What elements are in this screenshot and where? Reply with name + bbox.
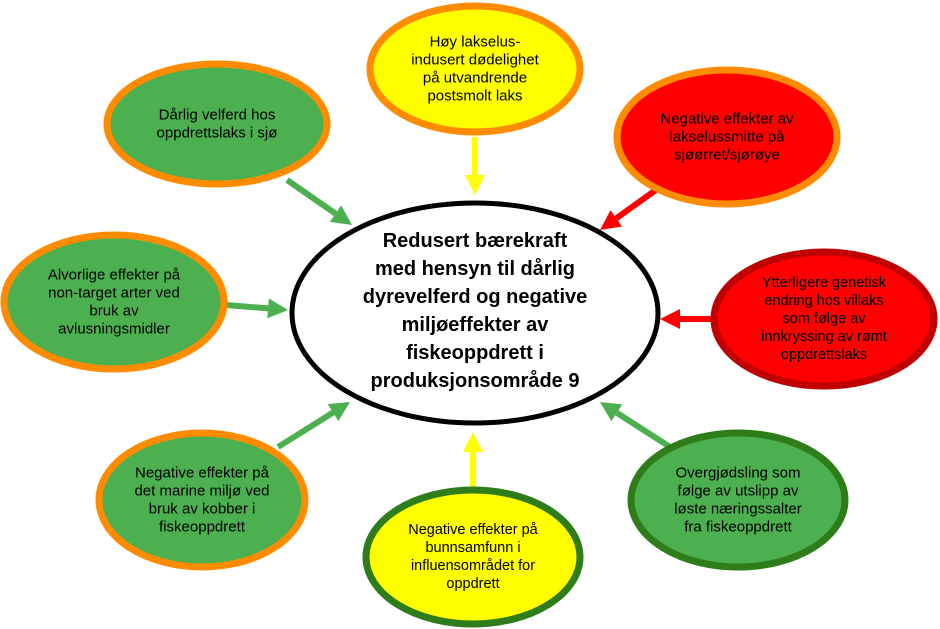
node-bottom-right-arrow <box>600 402 672 450</box>
center-text: fiskeoppdrett i <box>406 342 544 364</box>
node-top-right-ellipse <box>613 66 841 208</box>
arrow-head <box>600 402 623 422</box>
node-top-left-arrow <box>285 177 352 225</box>
node-bottom-right-text: Overgjødsling som <box>675 465 800 482</box>
node-right-ellipse <box>710 248 938 390</box>
center-text: dyrevelferd og negative <box>363 286 588 308</box>
node-right-arrow <box>660 309 716 329</box>
node-bottom-right-text: fra fiskeoppdrett <box>684 519 792 536</box>
node-bottom-right-text: følge av utslipp av <box>678 483 799 500</box>
node-bottom-text: oppdrett <box>446 576 499 592</box>
node-right-text: endring hos villaks <box>764 293 883 309</box>
center-text: miljøeffekter av <box>402 314 550 336</box>
node-top-left-text: Dårlig velferd hos <box>159 107 276 124</box>
node-top-left-ellipse <box>103 60 331 188</box>
arrow-shaft <box>225 302 269 312</box>
node-bottom-right-text: løste næringssalter <box>674 501 802 518</box>
node-bottom-left-ellipse <box>95 429 309 571</box>
arrow-shaft <box>276 410 335 450</box>
node-left-text: Alvorlige effekter på <box>48 267 181 284</box>
center-text: Redusert bærekraft <box>383 230 568 252</box>
node-right: Ytterligere genetisk endring hos villaks s… <box>710 248 938 390</box>
node-bottom-left-arrow <box>276 402 350 450</box>
arrow-head <box>327 402 350 422</box>
node-right-text: innkryssing av rømt <box>761 329 887 345</box>
arrow-head <box>600 210 623 230</box>
node-top-text: Høy lakselus- <box>430 34 521 51</box>
node-right-text: oppdrettslaks <box>781 347 867 363</box>
node-top-text: postsmolt laks <box>427 88 522 105</box>
node-bottom-text: Negative effekter på <box>408 522 538 538</box>
arrow-head <box>463 432 483 452</box>
node-left-text: bruk av <box>89 303 139 320</box>
node-bottom-ellipse <box>362 486 584 628</box>
node-top-right-text: lakselussmitte på <box>669 129 785 146</box>
center-text: produksjonsområde 9 <box>371 369 580 392</box>
node-bottom-text: bunnsamfunn i <box>425 540 520 556</box>
node-top-arrow <box>465 137 485 195</box>
node-top-right-text: sjøørret/sjørøye <box>674 147 780 164</box>
node-bottom-text: influensområdet for <box>411 558 535 574</box>
node-right-text: Ytterligere genetisk <box>762 275 887 291</box>
node-top-text: indusert dødelighet <box>411 52 539 69</box>
node-top-left-text: oppdrettslaks i sjø <box>157 125 278 142</box>
center-text: med hensyn til dårlig <box>375 257 575 280</box>
arrow-head <box>465 175 485 195</box>
node-bottom-left-text: det marine miljø ved <box>134 483 269 500</box>
node-bottom-arrow <box>463 432 483 490</box>
arrow-head <box>267 298 288 319</box>
node-top-text: på utvandrende <box>423 70 527 87</box>
node-left-arrow <box>225 298 288 319</box>
node-right-text: som følge av <box>783 311 867 327</box>
center-node: Redusert bærekraft med hensyn til dårlig d… <box>289 200 661 426</box>
node-bottom-left-text: fiskeoppdrett <box>159 519 246 536</box>
arrow-shaft <box>285 177 338 217</box>
node-top-ellipse <box>366 2 584 136</box>
node-left-text: non-target arter ved <box>48 285 180 302</box>
node-bottom-left-text: bruk av kobber i <box>149 501 256 518</box>
arrow-shaft <box>614 184 662 221</box>
arrow-head <box>660 309 680 329</box>
arrow-shaft <box>615 410 672 450</box>
node-top-right-arrow <box>600 184 662 230</box>
node-bottom: Negative effekter på bunnsamfunn i influen… <box>362 486 584 628</box>
node-left-text: avlusningsmidler <box>58 321 170 338</box>
node-bottom-left-text: Negative effekter på <box>135 465 270 482</box>
node-left-ellipse <box>0 231 228 373</box>
arrow-head <box>329 205 352 225</box>
node-bottom-right-ellipse <box>627 429 849 571</box>
center-ellipse <box>289 200 661 426</box>
node-top-right-text: Negative effekter av <box>660 111 794 128</box>
arrows-layer <box>225 137 716 490</box>
